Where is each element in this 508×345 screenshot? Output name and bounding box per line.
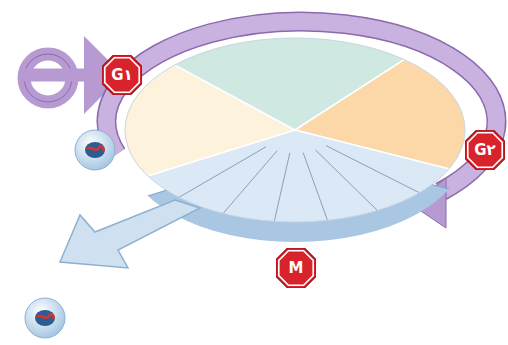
mitosis-stage-line: [303, 153, 327, 221]
disc-rim: [125, 38, 465, 222]
checkpoint-label: G۲: [474, 143, 495, 158]
mitosis-stage-line: [326, 146, 419, 193]
mitosis-stage-line: [316, 150, 378, 210]
exit-arrow: [60, 200, 200, 268]
checkpoint-octagon: G۱: [102, 55, 142, 95]
checkpoint-label: G۱: [111, 68, 132, 83]
cell: [25, 298, 65, 338]
mitosis-stage-line: [179, 147, 266, 197]
checkpoint-label: M: [289, 261, 304, 276]
checkpoint-octagon: M: [276, 248, 316, 288]
checkpoint-octagon: G۲: [465, 130, 505, 170]
phase-sector: [0, 130, 508, 332]
mitosis-stage-line: [223, 151, 277, 214]
cell: [75, 130, 115, 170]
g1-loop-arrow: [20, 69, 110, 82]
mitosis-stage-line: [274, 153, 290, 221]
